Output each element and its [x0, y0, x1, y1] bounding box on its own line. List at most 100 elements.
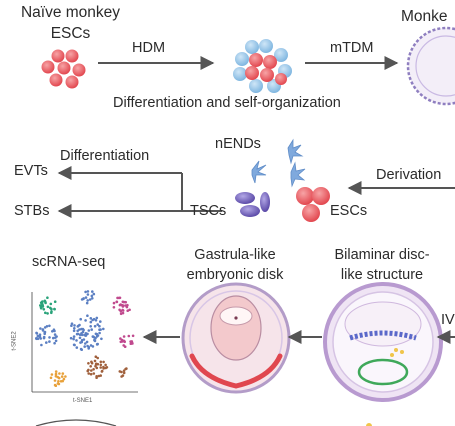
tsne-y-label: t-SNE2 [11, 331, 18, 351]
tsne-point [89, 325, 92, 328]
tsne-point [125, 305, 129, 309]
tsne-point [88, 298, 92, 301]
tsne-point [90, 369, 93, 372]
tsne-point [120, 375, 123, 378]
tsne-point [35, 331, 38, 335]
tsne-point [122, 369, 126, 373]
tsne-point [78, 323, 81, 327]
tsne-point [124, 367, 127, 371]
tsne-point [96, 362, 100, 366]
tsne-point [100, 369, 104, 373]
differentiation-label: Differentiation [60, 148, 150, 164]
nends-label: nENDs [215, 136, 261, 152]
tsne-point [122, 344, 125, 347]
evts-label: EVTs [14, 163, 48, 179]
tsne-point [45, 325, 49, 328]
tsne-point [75, 339, 78, 342]
tsne-point [98, 324, 101, 328]
tsne-point [118, 303, 122, 307]
tsne-point [80, 340, 84, 344]
aggregate-cluster [233, 39, 292, 93]
tsne-point [94, 332, 98, 336]
tsne-point [94, 364, 97, 368]
tsne-point [86, 314, 89, 318]
gastrula-label-line2: embryonic disk [186, 267, 284, 283]
tsne-point [82, 328, 85, 332]
esc-cells-row2 [296, 187, 330, 222]
tsne-point [56, 375, 59, 379]
tsne-point [95, 375, 98, 378]
tsne-point [85, 340, 89, 344]
tsne-point [89, 317, 93, 320]
tsne-point [70, 324, 73, 328]
tsne-point [83, 345, 86, 348]
tsne-point [112, 301, 116, 305]
tsne-point [99, 328, 102, 331]
tsne-point [56, 382, 60, 385]
tsne-point [96, 356, 99, 360]
tsne-point [52, 328, 56, 332]
tsne-point [52, 336, 55, 340]
tsne-point [119, 309, 123, 313]
tsne-point [60, 375, 64, 378]
tsne-point [49, 302, 53, 306]
tsne-x-label: t-SNE1 [73, 398, 93, 404]
tsne-point [51, 330, 54, 333]
naive-esc-label-line1: Naïve monkey [20, 4, 121, 21]
bottom-partial-dot [366, 423, 372, 426]
tsne-point [40, 343, 43, 347]
tsne-point [80, 332, 83, 335]
tsne-point [119, 337, 122, 340]
tsne-point [112, 306, 116, 309]
tsne-point [91, 297, 94, 300]
tsne-point [86, 299, 89, 302]
tsne-point [85, 301, 89, 305]
tsne-point [72, 335, 76, 338]
tsne-point [48, 324, 51, 328]
tsne-point [91, 335, 95, 338]
monkey-embryo-structure [406, 26, 455, 106]
tsne-point [121, 308, 124, 312]
scrna-seq-label: scRNA-seq [32, 254, 106, 270]
tsne-point [94, 336, 97, 340]
tsne-point [91, 318, 94, 322]
tsne-point [84, 296, 88, 299]
tsne-point [115, 300, 118, 304]
tsne-point [120, 370, 123, 374]
tsne-point [48, 336, 51, 339]
tsne-point [53, 307, 56, 311]
tsne-point [50, 307, 53, 311]
gastrula-label-line1: Gastrula-like [194, 247, 276, 263]
tsne-point [44, 311, 47, 315]
tsne-point [50, 373, 54, 376]
tsne-point [122, 371, 126, 375]
tsne-point [87, 329, 91, 332]
escs-label: ESCs [330, 203, 368, 219]
tsne-point [39, 306, 43, 310]
monkey-label: Monke [401, 8, 448, 25]
tsne-point [72, 329, 76, 333]
tsne-point [99, 363, 103, 367]
tsne-point [61, 372, 65, 375]
tsne-point [46, 305, 50, 309]
tsne-point [102, 360, 105, 364]
tsne-point [50, 310, 53, 313]
tsne-point [131, 334, 135, 338]
tsne-point [49, 376, 53, 380]
tsne-point [54, 372, 58, 376]
tsne-point [36, 334, 40, 338]
tsne-point [119, 340, 123, 344]
tsne-point [86, 332, 89, 336]
tsne-point [96, 323, 99, 326]
tsne-point [104, 363, 107, 367]
tsne-point [89, 365, 92, 368]
gastrula-like-structure [181, 282, 291, 394]
tsne-point [54, 339, 58, 343]
tsne-point [126, 309, 129, 313]
tsne-point [84, 290, 87, 294]
tsne-point [87, 362, 90, 365]
tsne-point [62, 377, 66, 381]
tsne-point [69, 336, 73, 340]
tsne-point [64, 375, 67, 378]
tsne-point [93, 359, 97, 363]
